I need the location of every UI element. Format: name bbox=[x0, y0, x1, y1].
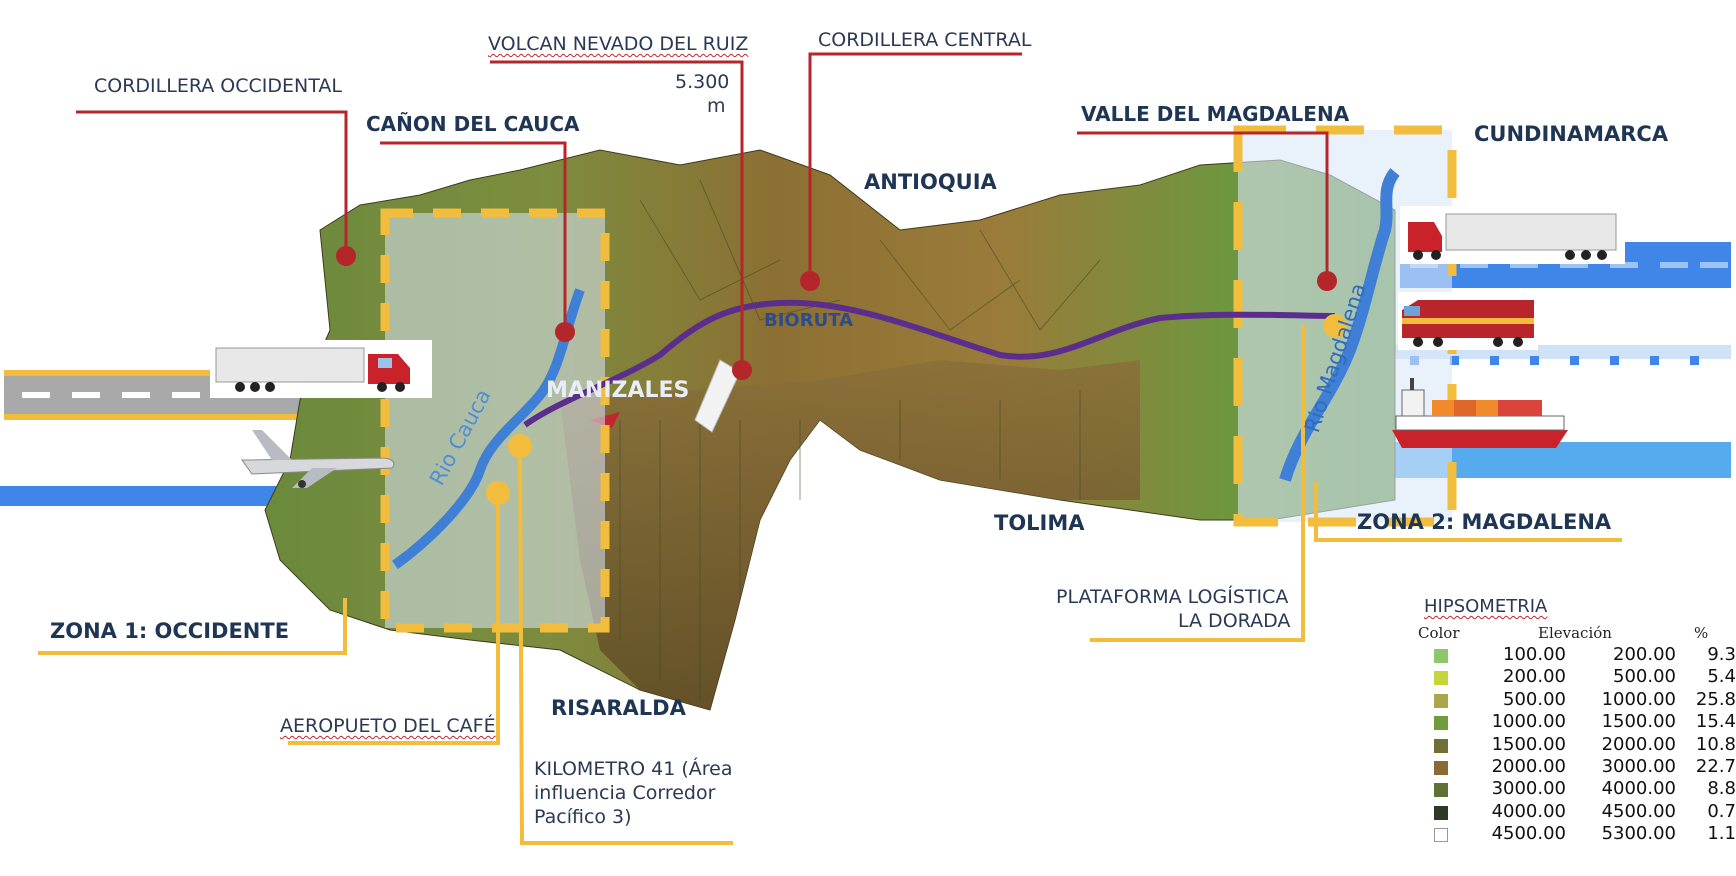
yellow-markers bbox=[486, 314, 1347, 505]
train-icon bbox=[1398, 292, 1538, 350]
legend-row: 3000.00 4000.00 8.8 bbox=[1406, 778, 1736, 800]
legend-to: 4000.00 bbox=[1601, 778, 1676, 800]
label-bioruta: BIORUTA bbox=[764, 310, 854, 331]
legend-row: 4000.00 4500.00 0.7 bbox=[1406, 801, 1736, 823]
yellow-leaders bbox=[38, 326, 1622, 845]
legend-swatch bbox=[1434, 783, 1448, 798]
legend-percent: 25.8 bbox=[1695, 688, 1736, 710]
legend-col-color: Color bbox=[1418, 624, 1460, 642]
truck-icon bbox=[1400, 206, 1625, 264]
legend-to: 3000.00 bbox=[1601, 756, 1676, 777]
legend-percent: 22.7 bbox=[1695, 756, 1736, 777]
legend-from: 200.00 bbox=[1503, 666, 1566, 688]
legend-to: 2000.00 bbox=[1601, 733, 1676, 755]
legend-swatch bbox=[1434, 716, 1448, 731]
red-leaders bbox=[76, 52, 1329, 370]
marker-la-dorada bbox=[1323, 314, 1347, 338]
label-volcan-height-unit: m bbox=[707, 95, 726, 117]
label-zona1-occidente: ZONA 1: OCCIDENTE bbox=[50, 619, 290, 643]
label-plataforma-line1: PLATAFORMA LOGÍSTICA bbox=[1056, 586, 1289, 608]
label-manizales: MANIZALES bbox=[546, 378, 690, 403]
label-zona2-magdalena: ZONA 2: MAGDALENA bbox=[1357, 510, 1612, 534]
label-aeropuerto-del-cafe: AEROPUETO DEL CAFÉ bbox=[280, 715, 496, 737]
marker-valle-magdalena bbox=[1317, 271, 1337, 291]
legend-to: 1000.00 bbox=[1601, 688, 1676, 710]
legend-from: 4500.00 bbox=[1491, 823, 1566, 845]
label-km41-line1: KILOMETRO 41 (Área bbox=[534, 758, 733, 780]
label-plataforma-line2: LA DORADA bbox=[1178, 610, 1291, 632]
legend-to: 500.00 bbox=[1613, 666, 1676, 688]
legend-from: 1000.00 bbox=[1491, 711, 1566, 733]
legend-percent: 15.4 bbox=[1695, 711, 1736, 733]
legend-percent: 8.8 bbox=[1707, 778, 1736, 800]
label-km41-line2: influencia Corredor bbox=[534, 782, 716, 804]
legend-swatch bbox=[1434, 693, 1448, 708]
label-volcan-nevado-del-ruiz: VOLCAN NEVADO DEL RUIZ bbox=[488, 33, 749, 55]
legend-row: 100.00 200.00 9.3 bbox=[1406, 644, 1736, 666]
legend-to: 5300.00 bbox=[1601, 823, 1676, 845]
legend-percent: 9.3 bbox=[1707, 644, 1736, 665]
label-km41-line3: Pacífico 3) bbox=[534, 806, 632, 828]
zone1-box bbox=[380, 208, 610, 633]
marker-km41 bbox=[508, 434, 532, 458]
truck-icon bbox=[210, 340, 432, 398]
legend-row: 4500.00 5300.00 1.1 bbox=[1406, 823, 1736, 845]
legend-to: 1500.00 bbox=[1601, 711, 1676, 733]
label-volcan-height-value: 5.300 bbox=[675, 71, 730, 93]
label-canon-del-cauca: CAÑON DEL CAUCA bbox=[366, 112, 580, 136]
legend-percent: 1.1 bbox=[1707, 823, 1736, 845]
legend-swatch bbox=[1434, 649, 1448, 663]
legend-col-percent: % bbox=[1694, 624, 1709, 642]
legend-swatch bbox=[1434, 671, 1448, 686]
legend-from: 2000.00 bbox=[1491, 756, 1566, 777]
legend-col-elevation: Elevación bbox=[1538, 624, 1612, 642]
legend-from: 100.00 bbox=[1503, 644, 1566, 665]
legend-row: 1000.00 1500.00 15.4 bbox=[1406, 711, 1736, 733]
marker-cordillera-central bbox=[800, 271, 820, 291]
label-tolima: TOLIMA bbox=[994, 511, 1085, 535]
legend-swatch bbox=[1434, 738, 1448, 753]
legend-to: 4500.00 bbox=[1601, 800, 1676, 822]
marker-canon-cauca bbox=[555, 322, 575, 342]
legend-row: 200.00 500.00 5.4 bbox=[1406, 666, 1736, 688]
label-cordillera-central: CORDILLERA CENTRAL bbox=[818, 29, 1032, 51]
legend-from: 3000.00 bbox=[1491, 778, 1566, 800]
label-cordillera-occidental: CORDILLERA OCCIDENTAL bbox=[94, 75, 342, 97]
label-cundinamarca: CUNDINAMARCA bbox=[1474, 122, 1669, 146]
legend-row: 500.00 1000.00 25.8 bbox=[1406, 689, 1736, 711]
legend-from: 4000.00 bbox=[1491, 800, 1566, 822]
legend-to: 200.00 bbox=[1613, 644, 1676, 665]
label-risaralda: RISARALDA bbox=[551, 696, 686, 720]
red-markers bbox=[336, 246, 1337, 380]
legend-swatch bbox=[1434, 828, 1448, 843]
legend-swatch bbox=[1434, 761, 1448, 775]
legend-row: 1500.00 2000.00 10.8 bbox=[1406, 734, 1736, 756]
marker-volcan bbox=[732, 360, 752, 380]
legend-swatch bbox=[1434, 805, 1448, 820]
ship-icon bbox=[1392, 378, 1568, 448]
legend-percent: 10.8 bbox=[1695, 733, 1736, 755]
marker-cordillera-occidental bbox=[336, 246, 356, 266]
marker-aeropuerto bbox=[486, 481, 510, 505]
rio-cauca-river bbox=[392, 288, 585, 570]
airplane-icon bbox=[241, 430, 395, 488]
legend-from: 500.00 bbox=[1503, 688, 1566, 710]
bioruta-route bbox=[523, 299, 1336, 428]
label-antioquia: ANTIOQUIA bbox=[864, 170, 997, 194]
legend-title: HIPSOMETRIA bbox=[1424, 596, 1548, 617]
legend-from: 1500.00 bbox=[1491, 733, 1566, 755]
legend-percent: 0.7 bbox=[1707, 800, 1736, 822]
legend-row: 2000.00 3000.00 22.7 bbox=[1406, 756, 1736, 778]
label-valle-del-magdalena: VALLE DEL MAGDALENA bbox=[1081, 102, 1350, 126]
rio-magdalena-river bbox=[1279, 168, 1400, 482]
legend-percent: 5.4 bbox=[1707, 666, 1736, 688]
